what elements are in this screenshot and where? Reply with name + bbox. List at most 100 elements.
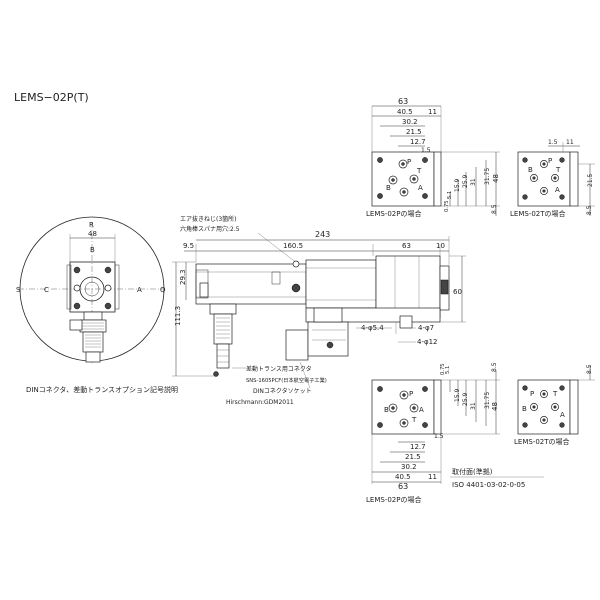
air-bleed-note-1: エア抜きねじ(3箇所) xyxy=(180,215,237,223)
bt-port-B: B xyxy=(522,405,527,413)
bp-dim-15-9: 15.9 xyxy=(454,388,461,402)
tp-dim-1-5: 1.5 xyxy=(421,147,431,154)
front-bolt xyxy=(104,302,112,310)
front-bolt xyxy=(104,266,112,274)
bp-dim-31-75: 31.75 xyxy=(484,392,491,409)
label-transformer-connector: 差動トランス用コネクタ xyxy=(246,365,312,373)
bt-port-P: P xyxy=(530,390,534,398)
dim-4-phi12: 4-φ12 xyxy=(417,338,438,346)
tp-port-T: T xyxy=(416,167,422,175)
bp-port-B: B xyxy=(384,406,389,414)
dim-243: 243 xyxy=(315,230,330,239)
bt-port-T: T xyxy=(552,390,558,398)
front-bolt xyxy=(73,302,81,310)
front-view: 48 R B S C A Q DINコネクタ、差動トランスオプション記号説明 xyxy=(16,216,178,394)
front-label-S: S xyxy=(16,286,21,294)
bottom-t-view: 8.5 P T B A LEMS-02Tの場合 xyxy=(514,364,595,446)
mounting-line-1: 取付面(準拠) xyxy=(452,467,493,476)
tp-port-A: A xyxy=(418,184,423,192)
tp-dim-12-7: 12.7 xyxy=(410,138,426,146)
front-label-A: A xyxy=(137,286,142,294)
bt-dim-8-5: 8.5 xyxy=(586,364,593,374)
tt-dim-8-5: 8.5 xyxy=(586,205,593,215)
front-label-Q: Q xyxy=(160,286,166,294)
bt-port-A: A xyxy=(560,411,565,419)
tp-port-B: B xyxy=(386,184,391,192)
tp-dim-63: 63 xyxy=(398,97,408,106)
dim-160-5: 160.5 xyxy=(283,242,303,250)
side-body-mid xyxy=(305,259,377,309)
bp-dim-5-1: 5.1 xyxy=(445,366,451,374)
bp-dim-30-2: 30.2 xyxy=(401,463,417,471)
bt-caption: LEMS-02Tの場合 xyxy=(514,437,570,446)
tp-dim-31-75: 31.75 xyxy=(484,168,491,185)
tp-dim-48: 48 xyxy=(492,174,500,183)
tp-dim-5-1: 5.1 xyxy=(447,191,453,199)
front-label-B: B xyxy=(90,246,95,254)
tt-caption: LEMS-02Tの場合 xyxy=(510,209,566,218)
tp-caption: LEMS-02Pの場合 xyxy=(366,209,421,218)
bp-port-T: T xyxy=(411,416,417,424)
bp-dim-25-9: 25.9 xyxy=(462,392,469,406)
tp-dim-11: 11 xyxy=(428,108,437,116)
label-hirschmann: Hirschmann:GDM2011 xyxy=(226,399,294,406)
dim-4-phi7: 4-φ7 xyxy=(418,324,434,332)
bp-port-P: P xyxy=(409,390,413,398)
tt-port-A: A xyxy=(555,186,560,194)
bp-caption: LEMS-02Pの場合 xyxy=(366,495,421,504)
top-t-view: 1.5 11 P T B A 21.5 8.5 LEMS-02Tの場合 xyxy=(510,139,595,218)
tt-port-B: B xyxy=(528,166,533,174)
mounting-note: 取付面(準拠) ISO 4401-03-02-0-05 xyxy=(450,467,544,489)
bp-dim-12-7: 12.7 xyxy=(410,443,426,451)
transformer-connector xyxy=(213,313,233,345)
tp-dim-30-2: 30.2 xyxy=(402,118,418,126)
tp-dim-8-5: 8.5 xyxy=(491,204,498,214)
dim-60: 60 xyxy=(453,288,462,296)
label-sns: SNS-1605PCF(日本航空電子工業) xyxy=(246,376,327,384)
front-label-C: C xyxy=(44,286,49,294)
tp-dim-31: 31 xyxy=(470,178,477,186)
dim-10: 10 xyxy=(436,242,445,250)
tt-dim-21-5: 21.5 xyxy=(587,173,594,187)
tp-dim-40-5: 40.5 xyxy=(397,108,413,116)
side-body-left xyxy=(195,263,307,305)
top-p-view: 63 40.5 11 30.2 21.5 12.7 1.5 P T B A xyxy=(366,97,500,218)
tt-port-P: P xyxy=(548,157,552,165)
tt-dim-1-5: 1.5 xyxy=(548,139,558,146)
bp-dim-48: 48 xyxy=(491,402,499,411)
tp-dim-21-5: 21.5 xyxy=(406,128,422,136)
label-din-socket: DINコネクタソケット xyxy=(253,387,312,395)
bp-dim-21-5: 21.5 xyxy=(405,453,421,461)
tp-dim-25-9: 25.9 xyxy=(462,174,469,188)
mounting-line-2: ISO 4401-03-02-0-05 xyxy=(452,481,525,489)
bp-dim-40-5: 40.5 xyxy=(395,473,411,481)
dim-111-3: 111.3 xyxy=(174,306,182,326)
drawing-title: LEMS−02P(T) xyxy=(14,91,89,104)
front-caption: DINコネクタ、差動トランスオプション記号説明 xyxy=(26,385,178,394)
bp-dim-8-5: 8.5 xyxy=(491,362,498,372)
air-bleed-screw xyxy=(291,283,301,293)
dim-9-5: 9.5 xyxy=(183,242,194,250)
bp-dim-1-5: 1.5 xyxy=(434,433,444,440)
tp-dim-0-75: 0.75 xyxy=(444,200,450,212)
front-dim-48: 48 xyxy=(88,230,97,238)
tp-dim-15-9: 15.9 xyxy=(454,178,461,192)
bp-dim-63: 63 xyxy=(398,482,408,491)
tp-port-P: P xyxy=(407,158,411,166)
front-bolt xyxy=(73,266,81,274)
side-view: エア抜きねじ(3箇所) 六角棒スパナ用穴:2.5 243 9.5 160.5 6… xyxy=(172,215,466,406)
dim-63: 63 xyxy=(402,242,411,250)
bp-dim-0-75: 0.75 xyxy=(440,363,446,375)
tt-port-T: T xyxy=(555,166,561,174)
bottom-p-view: P T B A 0.75 5.1 8.5 15.9 25.9 31 31.75 … xyxy=(366,362,500,504)
front-label-R: R xyxy=(89,221,94,229)
bp-port-A: A xyxy=(419,406,424,414)
bp-dim-11: 11 xyxy=(428,473,437,481)
tt-dim-11: 11 xyxy=(566,139,574,146)
din-connector xyxy=(285,329,309,361)
dim-29-3: 29.3 xyxy=(179,269,187,285)
air-bleed-note-2: 六角棒スパナ用穴:2.5 xyxy=(180,225,240,233)
bp-dim-31: 31 xyxy=(470,402,477,410)
